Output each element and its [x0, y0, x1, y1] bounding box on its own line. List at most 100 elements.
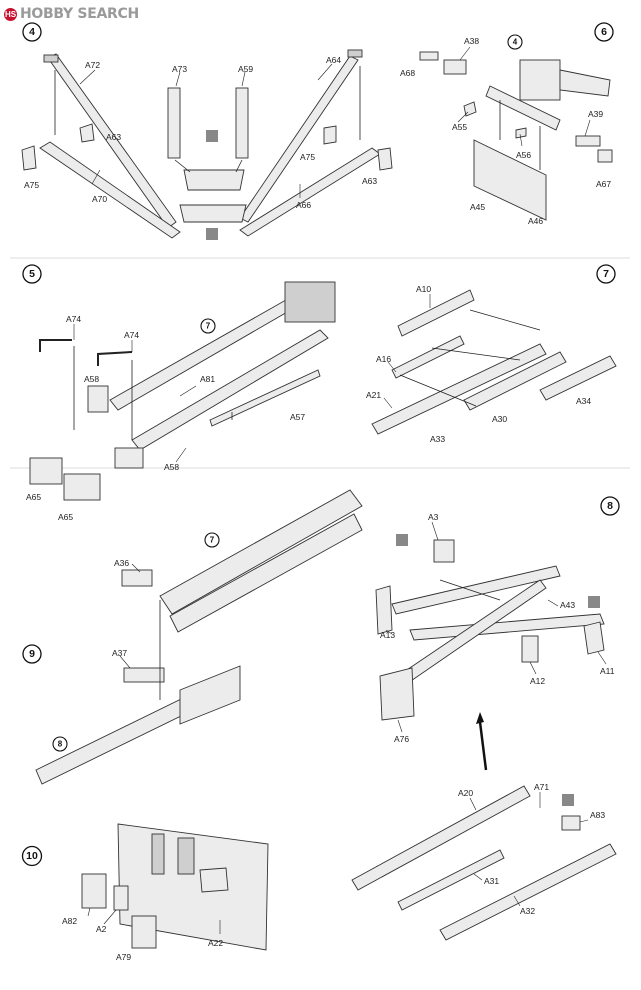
leader-line [119, 655, 131, 669]
tube-part [463, 351, 567, 411]
plate-part [473, 139, 547, 221]
step-6-badge [594, 22, 614, 42]
leader-line [459, 46, 471, 61]
box-part [81, 873, 107, 909]
part-label: A12 [530, 676, 545, 686]
rail-part [397, 289, 475, 337]
leader-line [513, 895, 521, 907]
part-label: A65 [26, 492, 41, 502]
trail-part [439, 843, 617, 941]
step-8-badge [600, 496, 620, 516]
leader-line [457, 111, 469, 123]
part-label: A74 [124, 330, 139, 340]
step-4-badge [22, 22, 42, 42]
clip-part [463, 101, 477, 117]
part-label: A79 [116, 952, 131, 962]
step-7-number: 7 [603, 268, 609, 280]
barrel-assembly [159, 489, 363, 615]
assembly-arrow [174, 159, 191, 173]
leader-line [597, 651, 607, 665]
step-5-badge [22, 264, 42, 284]
part-label: A75 [24, 180, 39, 190]
part-label: A59 [238, 64, 253, 74]
handle-part [39, 339, 72, 352]
leader-line [79, 69, 96, 85]
step-10-diagram: 10 A82 A2 A79 A22 [21, 823, 269, 962]
rail-part [485, 85, 561, 131]
leg-cap [347, 49, 363, 58]
bracket-part [561, 815, 581, 831]
part-label: A36 [114, 558, 129, 568]
step-8-diagram: 8 A3 A43 A13 A12 A11 A76 [351, 496, 620, 941]
plate-part [433, 539, 455, 563]
bolt-part [597, 149, 613, 163]
part-label: A32 [520, 906, 535, 916]
leader-line [103, 909, 117, 925]
spade-part [379, 667, 415, 721]
breech-part [519, 59, 561, 101]
hobby-search-logo: HS HOBBY SEARCH [4, 4, 139, 24]
part-label: A16 [376, 354, 391, 364]
leader-line [473, 873, 483, 881]
part-label: A65 [58, 512, 73, 522]
part-label: A22 [208, 938, 223, 948]
subassembly-ref-badge [507, 34, 523, 50]
part-label: A73 [172, 64, 187, 74]
part-label: A46 [528, 216, 543, 226]
leader-line [519, 133, 523, 147]
subassembly-ref-badge [204, 532, 220, 548]
leader-line [383, 397, 393, 409]
leader-line [387, 361, 397, 373]
subassembly-ref: 7 [206, 322, 211, 331]
leader-line [469, 797, 477, 811]
slot-part [177, 837, 195, 875]
step-10-badge [21, 845, 43, 867]
step-4-diagram: 4 A72 A73 A59 [21, 22, 393, 240]
axle-part [397, 849, 505, 911]
tube-part [371, 343, 547, 435]
bracket-part [377, 147, 393, 171]
glue-warning-icon [588, 596, 600, 608]
trail-part [351, 785, 531, 891]
bracket-part [199, 867, 229, 893]
axle-part [409, 613, 605, 641]
part-label: A83 [590, 810, 605, 820]
assembly-arrow-large [478, 721, 488, 771]
bolt-part [443, 59, 467, 75]
part-label: A30 [492, 414, 507, 424]
gear-part [375, 585, 393, 635]
step-5-number: 5 [29, 268, 35, 280]
sleeve-part [121, 569, 153, 587]
leader-line [579, 819, 589, 823]
leader-line [175, 447, 187, 463]
part-label: A71 [534, 782, 549, 792]
assembly-arrow [399, 374, 477, 407]
frame-part [391, 565, 561, 615]
bracket-part [79, 123, 95, 143]
base-part [179, 204, 247, 223]
part-label: A20 [458, 788, 473, 798]
part-label: A2 [96, 924, 107, 934]
leader-line [529, 661, 537, 675]
bolt-part [419, 51, 439, 61]
subassembly-ref-badge [200, 318, 216, 334]
barrel-assembly [169, 513, 363, 633]
part-label: A34 [576, 396, 591, 406]
part-label: A21 [366, 390, 381, 400]
leader-line [317, 63, 333, 81]
part-label: A57 [290, 412, 305, 422]
logo-text: HOBBY SEARCH [20, 6, 139, 22]
base-part [183, 169, 245, 191]
step-9-badge [22, 644, 42, 664]
part-label: A66 [296, 200, 311, 210]
post-part [235, 87, 249, 159]
part-label: A58 [84, 374, 99, 384]
step-7-diagram: 7 A10 A16 A21 A30 A33 A34 [366, 264, 617, 444]
barrel-part [559, 69, 611, 97]
part-label: A63 [106, 132, 121, 142]
step-9-number: 9 [29, 648, 35, 660]
assembly-arrow [235, 159, 243, 173]
part-label: A74 [66, 314, 81, 324]
leg-part [39, 141, 181, 239]
